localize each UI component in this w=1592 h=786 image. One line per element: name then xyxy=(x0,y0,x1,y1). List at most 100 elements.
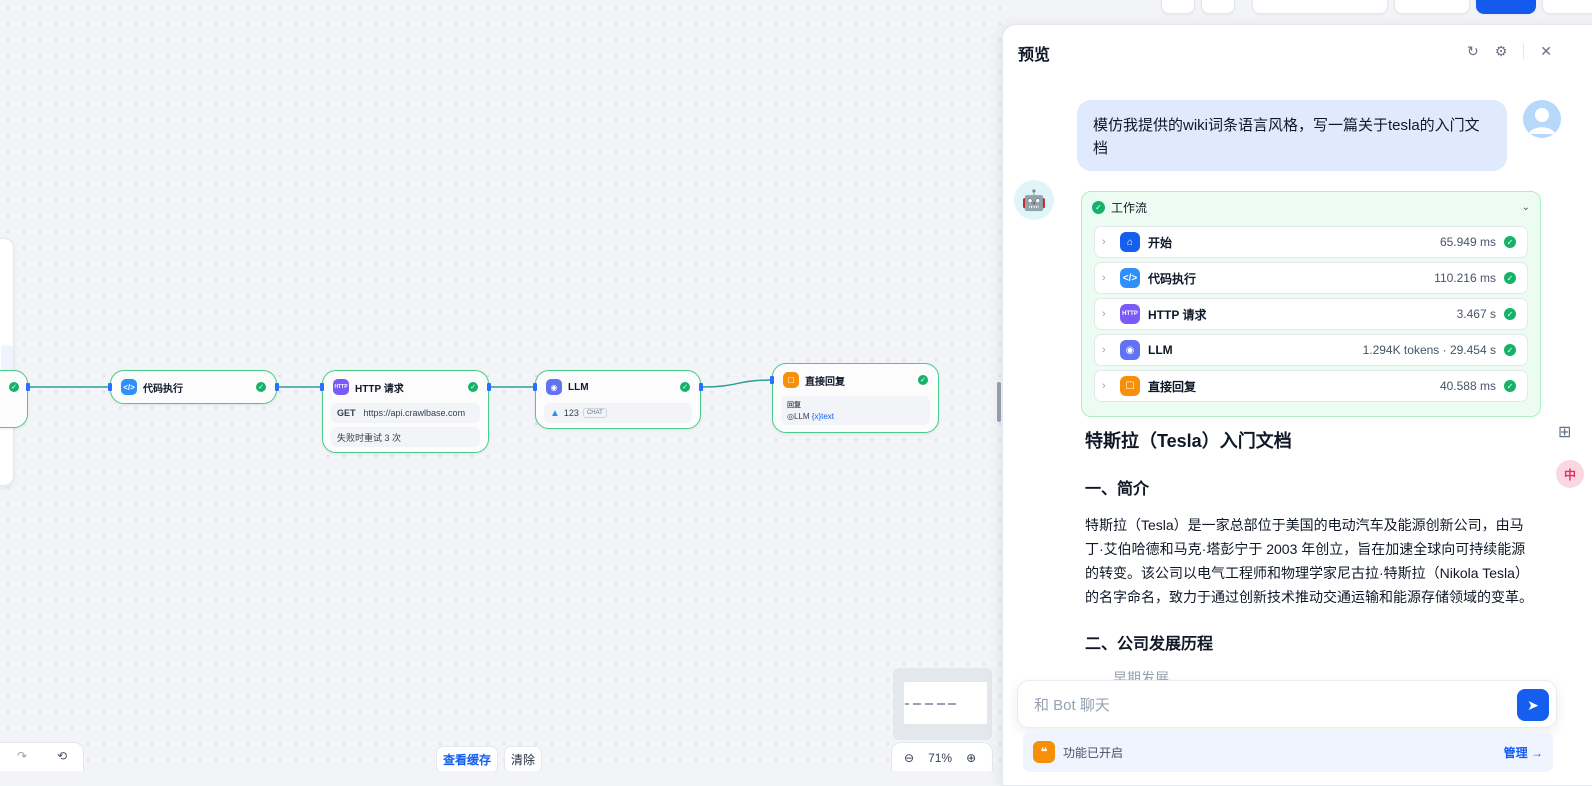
user-avatar xyxy=(1523,100,1561,138)
workflow-trace: ✓ 工作流 ⌄ › ⌂ 开始 65.949 ms ✓ › </> 代码执行 11… xyxy=(1081,191,1541,417)
http-method: GET xyxy=(337,408,356,418)
code-icon: </> xyxy=(121,379,137,395)
reply-variable: ◎LLM {x}text xyxy=(787,412,924,421)
restart-icon[interactable]: ↻ xyxy=(1467,43,1479,59)
zoom-in-icon[interactable]: ⊕ xyxy=(966,751,977,765)
manage-button[interactable]: 管理 → xyxy=(1503,745,1543,760)
chat-input-box: ➤ xyxy=(1017,680,1557,728)
chevron-right-icon: › xyxy=(1102,380,1106,392)
redo-icon[interactable]: ↷ xyxy=(17,749,28,763)
workflow-trace-header[interactable]: ✓ 工作流 ⌄ xyxy=(1082,192,1540,222)
feature-bar: ❝ 功能已开启 管理 → xyxy=(1023,732,1553,772)
send-button[interactable]: ➤ xyxy=(1517,689,1549,721)
chevron-right-icon: › xyxy=(1102,308,1106,320)
step-name: 直接回复 xyxy=(1148,379,1197,394)
node-title: 代码执行 xyxy=(143,383,183,395)
llm-icon: ◉ xyxy=(546,379,562,395)
minimap-node xyxy=(937,703,945,705)
publish-button[interactable] xyxy=(1476,0,1536,14)
user-message: 模仿我提供的wiki词条语言风格，写一篇关于tesla的入门文档 xyxy=(1077,100,1507,171)
step-time: 1.294K tokens · 29.454 s xyxy=(1362,343,1496,357)
http-icon: HTTP xyxy=(1120,304,1140,324)
zoom-level[interactable]: 71% xyxy=(928,751,953,765)
settings-sliders-icon[interactable]: ⚙ xyxy=(1494,43,1508,59)
success-icon: ✓ xyxy=(1504,272,1516,284)
success-icon: ✓ xyxy=(1504,344,1516,356)
success-icon: ✓ xyxy=(1504,236,1516,248)
code-node[interactable]: </> 代码执行 ✓ xyxy=(110,370,277,404)
history-icon[interactable]: ⟲ xyxy=(57,749,68,763)
node-port[interactable] xyxy=(275,383,279,391)
toolbar-button[interactable] xyxy=(1201,0,1235,14)
chevron-right-icon: › xyxy=(1102,236,1106,248)
minimap-node xyxy=(948,703,956,705)
node-port[interactable] xyxy=(26,383,30,391)
step-name: LLM xyxy=(1148,343,1173,357)
run-button[interactable] xyxy=(1252,0,1388,14)
node-port[interactable] xyxy=(487,383,491,391)
node-port[interactable] xyxy=(699,383,703,391)
step-time: 40.588 ms xyxy=(1439,379,1496,393)
step-name: 代码执行 xyxy=(1148,271,1197,286)
node-title: HTTP 请求 xyxy=(355,383,404,395)
divider xyxy=(1523,43,1525,59)
minimap[interactable] xyxy=(893,668,992,740)
model-mode-chip: CHAT xyxy=(582,408,607,418)
features-button[interactable] xyxy=(1394,0,1470,14)
node-port[interactable] xyxy=(770,376,774,384)
workflow-step[interactable]: › ◉ LLM 1.294K tokens · 29.454 s ✓ xyxy=(1094,334,1528,366)
workflow-step[interactable]: › HTTP HTTP 请求 3.467 s ✓ xyxy=(1094,298,1528,330)
workflow-canvas[interactable]: ✓ </> 代码执行 ✓ HTTP HTTP 请求 ✓ GET https://… xyxy=(0,0,1010,771)
node-port[interactable] xyxy=(320,383,324,391)
chevron-down-icon[interactable]: ⌄ xyxy=(1521,201,1530,213)
success-icon: ✓ xyxy=(918,375,928,385)
panel-title: 预览 xyxy=(1018,47,1051,64)
success-icon: ✓ xyxy=(680,382,690,392)
left-toolbar-selected[interactable] xyxy=(1,345,13,373)
model-row: ▲ 123 CHAT xyxy=(544,403,692,423)
home-icon: ⌂ xyxy=(1120,232,1140,252)
answer-paragraph: 特斯拉（Tesla）是一家总部位于美国的电动汽车及能源创新公司，由马丁·艾伯哈德… xyxy=(1085,517,1533,605)
reply-node[interactable]: ☐ 直接回复 ✓ 回复 ◎LLM {x}text xyxy=(772,363,939,433)
llm-node[interactable]: ◉ LLM ✓ ▲ 123 CHAT xyxy=(535,370,701,429)
success-icon: ✓ xyxy=(9,382,19,392)
step-name: HTTP 请求 xyxy=(1148,307,1207,322)
quote-icon: ❝ xyxy=(1033,741,1055,763)
section-heading: 二、公司发展历程 xyxy=(1085,636,1214,653)
toolbar-button[interactable] xyxy=(1161,0,1195,14)
grid-icon[interactable]: ⊞ xyxy=(1558,424,1572,441)
clear-cache-button[interactable]: 清除 xyxy=(504,746,543,771)
node-title: LLM xyxy=(568,381,589,393)
cache-bar: 查看缓存 清除 xyxy=(436,746,543,771)
plugin-icon[interactable]: 中 xyxy=(1556,460,1584,488)
panel-resize-handle[interactable] xyxy=(997,382,1001,422)
model-provider-icon: ▲ xyxy=(550,407,560,419)
preview-panel: 预览 ↻ ⚙ ✕ 模仿我提供的wiki词条语言风格，写一篇关于tesla的入门文… xyxy=(1002,24,1592,786)
zoom-out-icon[interactable]: ⊖ xyxy=(904,751,915,765)
send-icon: ➤ xyxy=(1527,696,1539,713)
answer-title: 特斯拉（Tesla）入门文档 xyxy=(1085,431,1292,451)
model-name: 123 xyxy=(563,408,579,418)
node-port[interactable] xyxy=(108,383,112,391)
var-node: LLM xyxy=(793,412,810,421)
http-node[interactable]: HTTP HTTP 请求 ✓ GET https://api.crawlbase… xyxy=(322,370,489,453)
node-port[interactable] xyxy=(533,383,537,391)
chat-input[interactable] xyxy=(1032,693,1506,717)
user-avatar-icon xyxy=(1529,108,1555,134)
llm-small-icon: ◎ xyxy=(787,412,794,421)
step-name: 开始 xyxy=(1148,235,1173,250)
workflow-step[interactable]: › </> 代码执行 110.216 ms ✓ xyxy=(1094,262,1528,294)
workflow-step[interactable]: › ☐ 直接回复 40.588 ms ✓ xyxy=(1094,370,1528,402)
step-time: 3.467 s xyxy=(1456,307,1496,321)
chevron-right-icon: › xyxy=(1102,272,1106,284)
success-icon: ✓ xyxy=(1504,380,1516,392)
view-cache-button[interactable]: 查看缓存 xyxy=(436,746,499,771)
right-edge-tools: ⊞ 中 xyxy=(1556,420,1592,490)
close-icon[interactable]: ✕ xyxy=(1540,43,1553,59)
retry-row: 失败时重试 3 次 xyxy=(331,427,480,447)
start-node[interactable]: ✓ xyxy=(0,370,28,428)
toolbar-button[interactable] xyxy=(1542,0,1592,14)
workflow-step[interactable]: › ⌂ 开始 65.949 ms ✓ xyxy=(1094,226,1528,258)
edges-layer xyxy=(28,379,773,388)
llm-icon: ◉ xyxy=(1120,340,1140,360)
